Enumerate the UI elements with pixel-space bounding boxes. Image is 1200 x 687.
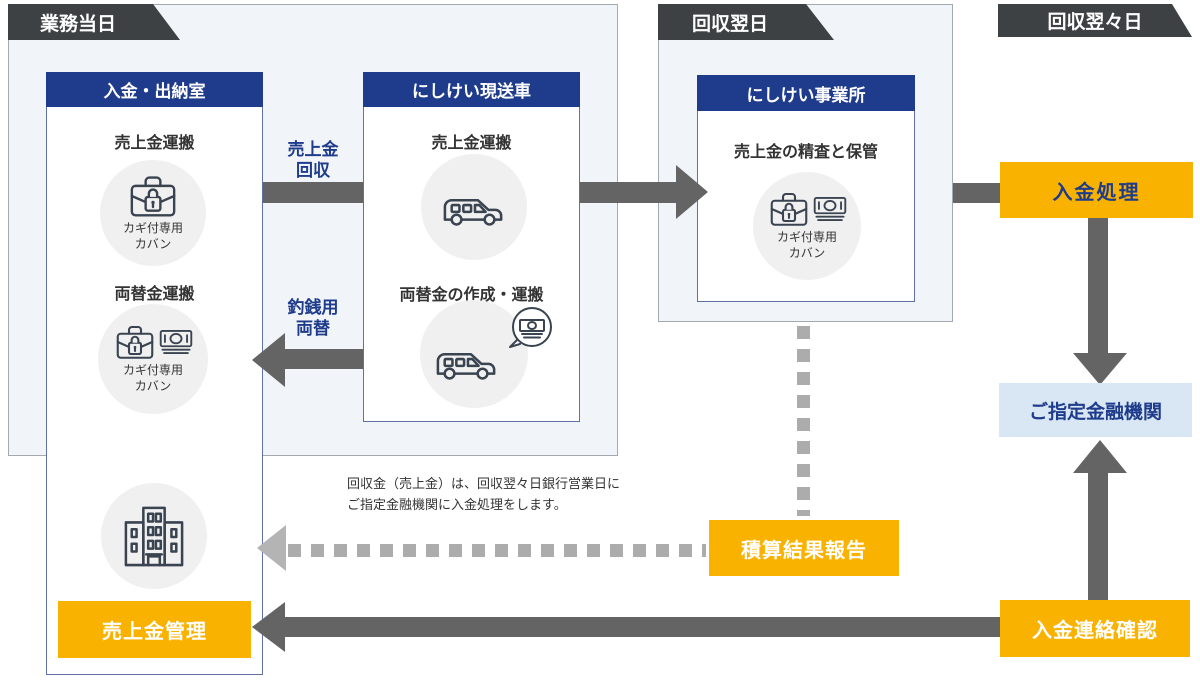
arrow-confirm-to-salesmgmt-bar: [284, 617, 1000, 637]
arrow-deposit-to-bank-bar: [1088, 218, 1108, 355]
head-office-circle: [101, 483, 207, 589]
speech-bubble-banknote-icon: [504, 306, 556, 354]
locked-bag-caption: カギ付専用 カバン: [122, 221, 183, 251]
cashcar-change-creation-label: 両替金の作成・運搬: [399, 287, 544, 304]
sales-management-label: 売上金管理: [102, 621, 207, 643]
arrow-change-exchange-head: [252, 333, 285, 387]
locked-bag-circle: カギ付専用 カバン: [100, 160, 206, 266]
arrow-deposit-to-bank-head: [1073, 353, 1127, 385]
phase-banner-business-day: 業務当日: [8, 4, 180, 40]
bag-and-banknote-icons: [768, 190, 847, 228]
calculation-report-label: 積算結果報告: [741, 539, 867, 562]
van-icon: [443, 198, 503, 226]
van-money-circle: [420, 300, 552, 408]
box-office-header: にしけい事業所: [697, 75, 915, 111]
banknote-icon: [813, 197, 846, 222]
cashier-change-transport-label: 両替金運搬: [114, 286, 195, 303]
designated-bank-label: ご指定金融機関: [1028, 401, 1162, 423]
deposit-processing-label: 入金処理: [1052, 181, 1141, 204]
box-office-title: にしけい事業所: [746, 85, 866, 105]
dashed-arrow-report-bar: [288, 544, 706, 557]
phase-label-next-day: 回収翌日: [692, 13, 769, 35]
arrow-confirm-to-salesmgmt-head: [252, 602, 285, 652]
locked-bag-caption: カギ付専用 カバン: [122, 363, 183, 393]
bag-and-banknote-icons: [114, 323, 193, 361]
arrow-sales-collection-head: [676, 165, 708, 219]
banknote-icon: [159, 330, 192, 355]
box-cashier-title: 入金・出納室: [103, 82, 206, 101]
box-cash-transport-car: にしけい現送車 売上金運搬 両替金の作成・運搬: [363, 72, 580, 422]
building-icon: [124, 506, 184, 567]
phase-banner-next-day: 回収翌日: [658, 4, 834, 40]
deposit-confirmation-label: 入金連絡確認: [1032, 620, 1158, 642]
connector-office-to-deposit: [953, 183, 1000, 203]
box-cashcar-header: にしけい現送車: [363, 72, 580, 107]
van-circle: [421, 154, 527, 260]
box-cashcar-title: にしけい現送車: [412, 82, 531, 101]
flow-label-change-exchange: 釣銭用 両替: [287, 298, 339, 339]
deposit-confirmation-box: 入金連絡確認: [1000, 600, 1190, 657]
designated-bank-box: ご指定金融機関: [999, 383, 1192, 437]
arrow-confirm-to-bank-head: [1073, 440, 1127, 473]
phase-label-two-days-later: 回収翌々日: [1047, 12, 1143, 33]
locked-bag-icon: [116, 326, 153, 360]
deposit-processing-box: 入金処理: [1000, 162, 1193, 218]
arrow-sales-collection-bar-left: [263, 182, 363, 203]
phase-banner-two-days-later: 回収翌々日: [998, 4, 1192, 37]
arrow-confirm-to-bank-bar: [1088, 472, 1108, 600]
dashed-arrow-report-head: [257, 525, 286, 571]
arrow-change-exchange-bar: [284, 349, 363, 369]
locked-bag-icon: [770, 193, 807, 227]
box-cashier-office: 入金・出納室 売上金運搬 カギ付専用 カバン 両替金運搬: [46, 72, 263, 675]
box-cashier-header: 入金・出納室: [46, 72, 263, 107]
locked-bag-money-circle: カギ付専用 カバン: [753, 172, 861, 280]
dotted-connector-office-to-report: [797, 326, 810, 516]
arrow-sales-collection-bar-right: [580, 182, 677, 203]
box-nishikei-office: にしけい事業所 売上金の精査と保管: [697, 75, 915, 302]
flow-label-sales-collection: 売上金 回収: [287, 140, 339, 181]
phase-label-business-day: 業務当日: [40, 13, 117, 35]
locked-bag-caption: カギ付専用 カバン: [776, 230, 837, 260]
locked-bag-icon: [130, 176, 176, 217]
cashier-sales-transport-label: 売上金運搬: [114, 135, 195, 152]
sales-management-box: 売上金管理: [58, 601, 251, 658]
office-inspection-label: 売上金の精査と保管: [733, 144, 878, 161]
van-icon: [436, 352, 496, 380]
locked-bag-money-circle: カギ付専用 カバン: [98, 304, 208, 414]
calculation-report-box: 積算結果報告: [709, 520, 899, 576]
deposit-note-text: 回収金（売上金）は、回収翌々日銀行営業日に ご指定金融機関に入金処理をします。: [347, 476, 621, 513]
cashcar-sales-transport-label: 売上金運搬: [431, 135, 512, 152]
